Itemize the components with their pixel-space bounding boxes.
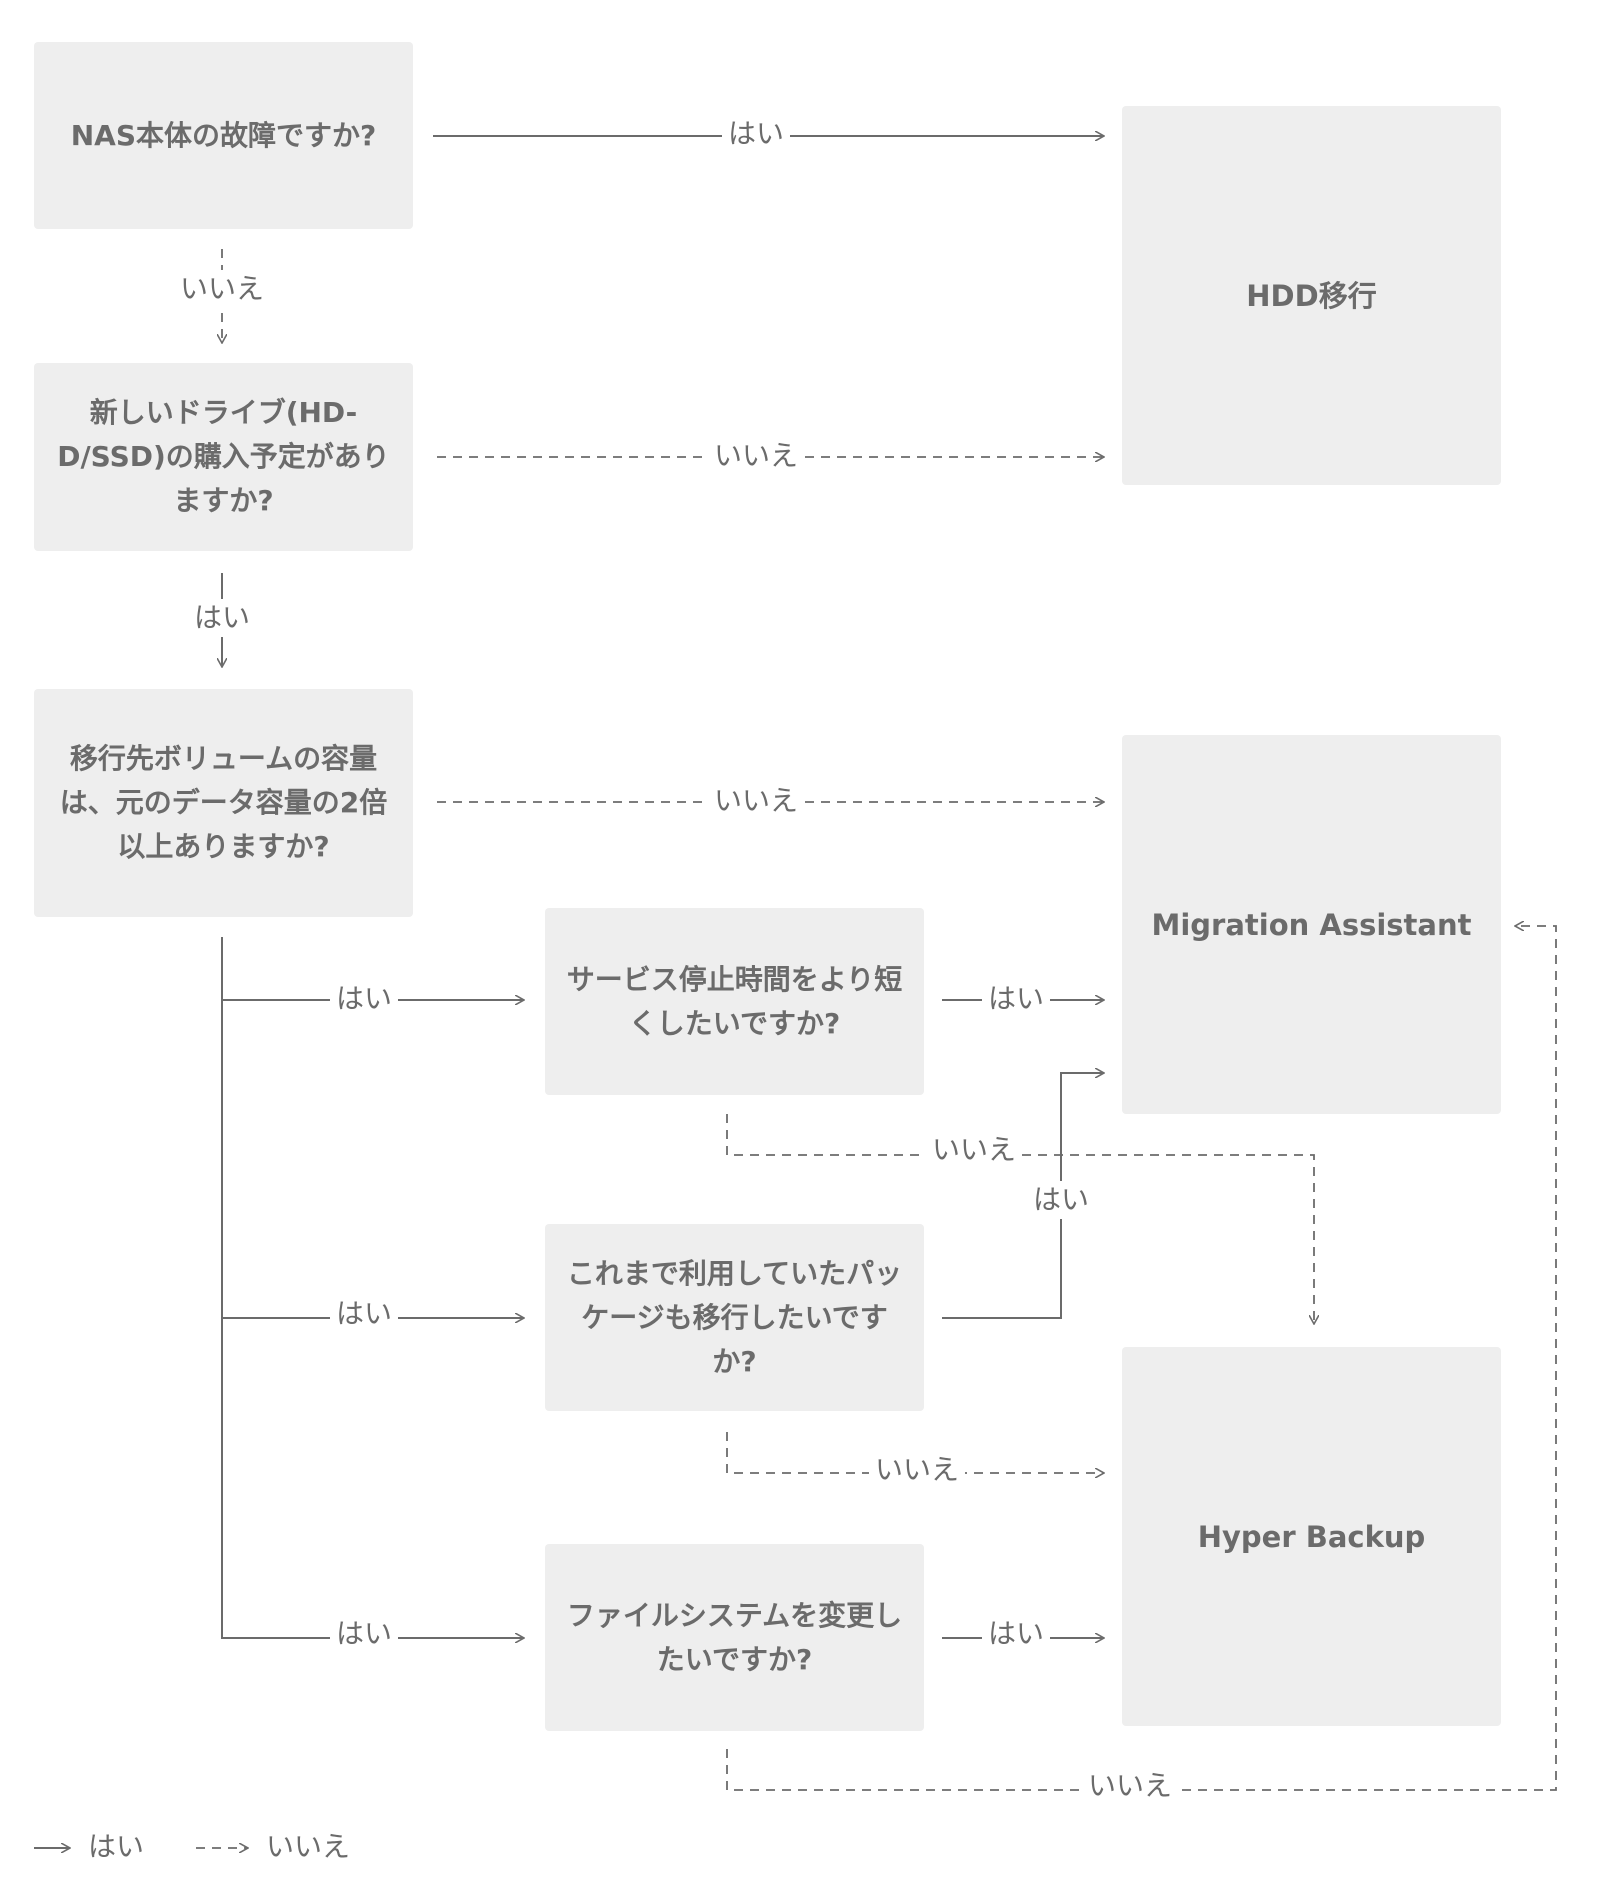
result-hyper-backup: Hyper Backup (1122, 1347, 1501, 1726)
result-hdd-migration: HDD移行 (1122, 106, 1501, 485)
edge-q4-no-hyper (726, 1114, 1314, 1324)
question-capacity: 移行先ボリュームの容量は、元のデータ容量の2倍以上ありますか? (34, 689, 413, 917)
edge-label-q6-yes: はい (981, 1617, 1051, 1651)
edge-label-q3-yes-q4: はい (329, 982, 399, 1016)
edge-q5-no-hyper (726, 1432, 1104, 1473)
question-filesystem: ファイルシステムを変更したいですか? (545, 1544, 924, 1731)
result-hyper-backup-text: Hyper Backup (1197, 1519, 1426, 1554)
question-capacity-text: 移行先ボリュームの容量は、元のデータ容量の2倍以上ありますか? (59, 742, 388, 863)
edge-label-q5-yes: はい (1032, 1181, 1090, 1219)
question-packages: これまで利用していたパッケージも移行したいですか? (545, 1224, 924, 1411)
result-migration-assistant: Migration Assistant (1122, 735, 1501, 1114)
question-downtime-text: サービス停止時間をより短くしたいですか? (566, 962, 903, 1040)
edge-label-q4-no: いいえ (925, 1133, 1023, 1167)
question-filesystem-text: ファイルシステムを変更したいですか? (566, 1598, 903, 1676)
edge-label-q4-yes: はい (981, 982, 1051, 1016)
edge-label-q6-no: いいえ (1081, 1769, 1179, 1803)
edge-q6-no-migration (726, 926, 1557, 1791)
edge-label-q3-yes-q5: はい (329, 1297, 399, 1331)
result-migration-assistant-text: Migration Assistant (1151, 907, 1472, 942)
edge-label-q1-no: いいえ (179, 270, 265, 308)
question-downtime: サービス停止時間をより短くしたいですか? (545, 908, 924, 1095)
question-nas-failure: NAS本体の故障ですか? (34, 42, 413, 229)
question-packages-text: これまで利用していたパッケージも移行したいですか? (566, 1256, 903, 1378)
question-new-drive: 新しいドライブ(HD-D/SSD)の購入予定がありますか? (34, 363, 413, 551)
question-nas-failure-text: NAS本体の故障ですか? (70, 118, 377, 152)
legend-yes-label: はい (88, 1830, 145, 1863)
edge-label-q3-no: いいえ (707, 784, 805, 818)
edge-label-q2-yes: はい (193, 599, 251, 637)
edge-label-q3-yes-q6: はい (329, 1617, 399, 1651)
result-hdd-migration-text: HDD移行 (1246, 278, 1377, 313)
edge-label-q5-no: いいえ (868, 1453, 966, 1487)
edge-q3-yes-trunk (221, 937, 524, 1638)
edge-label-q2-no: いいえ (707, 439, 805, 473)
legend-no-label: いいえ (266, 1830, 351, 1863)
question-new-drive-text: 新しいドライブ(HD-D/SSD)の購入予定がありますか? (57, 396, 390, 517)
edge-label-q1-yes: はい (721, 117, 791, 151)
